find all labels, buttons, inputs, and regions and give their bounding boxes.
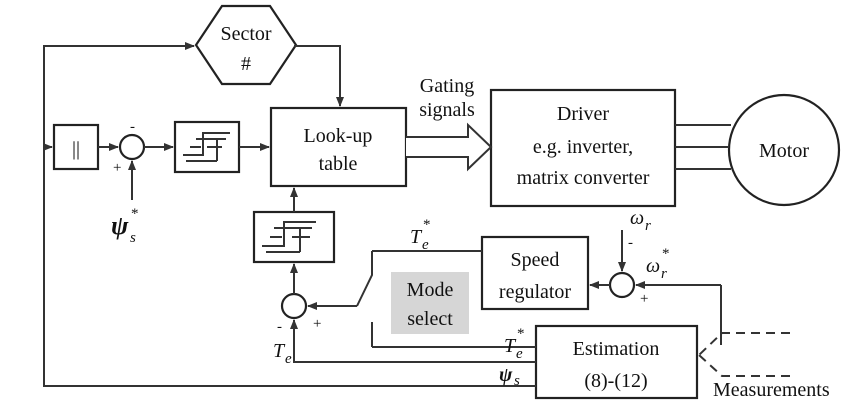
sum2-minus: -: [277, 319, 282, 335]
te-ref-subscript: e: [422, 237, 429, 253]
lookup-label-2: table: [319, 153, 358, 175]
estimation-label-1: Estimation: [573, 338, 660, 360]
driver-block: Driver e.g. inverter, matrix converter: [489, 88, 677, 208]
torque-hysteresis-block: [252, 210, 336, 264]
te-letter: T: [273, 340, 286, 362]
driver-label-1: Driver: [557, 103, 610, 125]
omega-r-symbol: ω r: [630, 207, 651, 234]
mode-select-block: Mode select: [391, 272, 469, 334]
te-feedback-symbol: T e: [273, 340, 292, 367]
psi-ref-superscript: *: [131, 206, 139, 222]
mode-label-1: Mode: [407, 279, 454, 301]
psi-est-letter: ψ: [499, 364, 513, 386]
gating-arrow: [406, 122, 493, 172]
psi-feedback-line: [43, 42, 536, 387]
psi-ref-letter: ψ: [111, 211, 129, 240]
motor-block: Motor: [727, 93, 841, 207]
sum3-minus: -: [628, 235, 633, 251]
torque-summing-junction: - +: [277, 292, 321, 335]
te-subscript: e: [285, 351, 292, 367]
te-ref2-letter: T: [504, 335, 517, 357]
abs-symbol: ||: [72, 138, 80, 160]
te-ref2-subscript: e: [516, 346, 523, 362]
te-ref-speed-symbol: T e *: [410, 217, 431, 253]
motor-label: Motor: [759, 140, 809, 162]
te-ref2-superscript: *: [517, 326, 525, 342]
te-ref-superscript: *: [423, 217, 431, 233]
sum1-minus: -: [130, 119, 135, 135]
psi-est-symbol: ψ s: [499, 364, 520, 389]
lookup-label-1: Look-up: [304, 125, 373, 147]
te-feedback-line: [290, 319, 536, 363]
omega-r-subscript: r: [645, 218, 651, 234]
gating-label-1: Gating: [420, 75, 474, 97]
omega-r-letter: ω: [630, 207, 644, 229]
te-ref-letter: T: [410, 226, 423, 248]
omega-ref-superscript: *: [662, 246, 670, 262]
psi-ref-subscript: s: [130, 230, 136, 246]
sector-label: Sector: [220, 23, 271, 45]
omega-ref-subscript: r: [661, 266, 667, 282]
sum3-plus: +: [640, 291, 648, 307]
speed-summing-junction: - +: [608, 235, 648, 307]
connections: [43, 42, 790, 387]
gating-label-2: signals: [419, 99, 475, 121]
sector-block: Sector #: [194, 4, 298, 86]
te-ref-est-symbol: T e *: [504, 326, 525, 362]
psi-ref-symbol: ψ s *: [111, 206, 139, 246]
omega-ref-symbol: ω r *: [646, 246, 670, 282]
mode-label-2: select: [407, 308, 453, 330]
lookup-table-block: Look-up table: [269, 106, 408, 188]
psi-est-subscript: s: [514, 373, 520, 389]
sector-output-line: [294, 45, 344, 107]
speed-label-2: regulator: [499, 281, 572, 303]
sum1-plus: +: [113, 160, 121, 176]
measurements-label: Measurements: [713, 379, 830, 401]
mode-switch: [356, 251, 373, 347]
estimation-block: Estimation (8)-(12): [534, 324, 699, 400]
driver-label-3: matrix converter: [517, 167, 650, 189]
speed-label-1: Speed: [511, 249, 560, 271]
estimation-label-2: (8)-(12): [584, 370, 647, 392]
driver-label-2: e.g. inverter,: [533, 136, 633, 158]
sector-hash: #: [241, 53, 251, 75]
abs-block: ||: [52, 123, 100, 171]
speed-regulator-block: Speed regulator: [480, 235, 590, 311]
measurements-lines: [698, 332, 790, 377]
sum2-plus: +: [313, 316, 321, 332]
motor-phase-lines: [675, 124, 731, 170]
flux-hysteresis-block: [173, 120, 241, 174]
omega-ref-letter: ω: [646, 255, 660, 277]
